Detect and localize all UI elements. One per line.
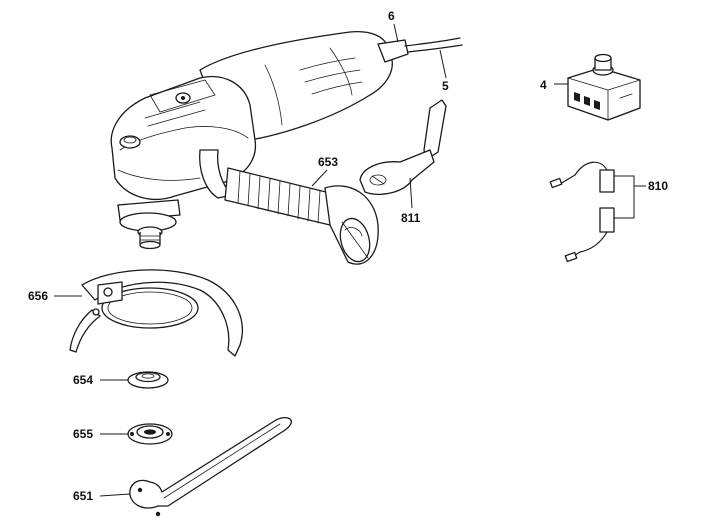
callout-654: 654 — [73, 373, 93, 387]
callout-6: 6 — [388, 9, 395, 23]
callout-651: 651 — [73, 489, 93, 503]
mounting-flange — [127, 371, 169, 389]
callout-4: 4 — [540, 78, 547, 92]
callout-810: 810 — [648, 179, 668, 193]
auxiliary-handle — [224, 167, 379, 265]
clamping-nut — [127, 423, 173, 445]
angle-grinder — [110, 30, 409, 250]
callout-656: 656 — [28, 289, 48, 303]
spindle-lock — [359, 99, 447, 195]
two-pin-spanner — [129, 416, 293, 517]
carbon-brushes — [549, 161, 615, 263]
callout-811: 811 — [401, 211, 421, 225]
switch — [567, 53, 641, 121]
leader-lines — [54, 23, 646, 497]
callout-5: 5 — [442, 79, 449, 93]
power-cord — [404, 37, 463, 53]
guard — [69, 269, 243, 357]
callout-655: 655 — [73, 427, 93, 441]
callout-653: 653 — [318, 155, 338, 169]
